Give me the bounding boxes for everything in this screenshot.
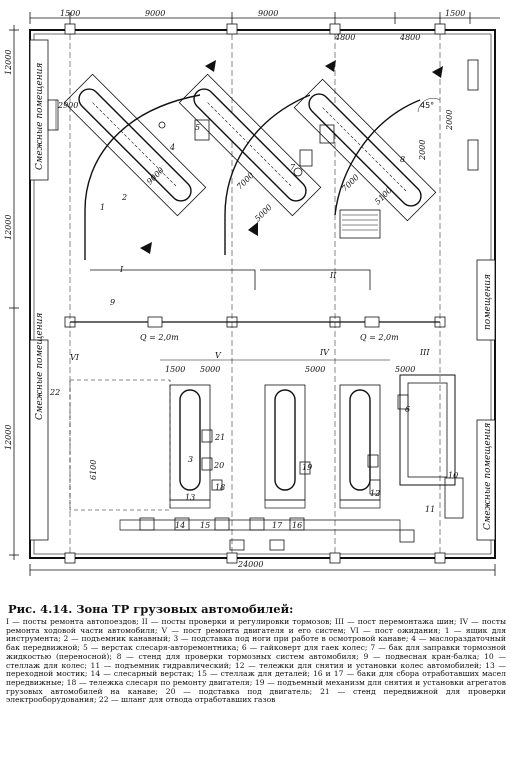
load-label-1: Q = 2,0т	[140, 333, 179, 342]
figure-caption: Рис. 4.14. Зона ТР грузовых автомобилей:…	[6, 600, 506, 755]
room-label-2: помещения	[483, 274, 493, 330]
dim-misc-9: 6100	[89, 460, 98, 480]
caption-title: Рис. 4.14. Зона ТР грузовых автомобилей:	[8, 602, 294, 616]
load-label-2: Q = 2,0т	[360, 333, 399, 342]
lower-zone: 1500 5000 5000 5000 6100	[49, 123, 464, 551]
num-10: 10	[448, 471, 458, 480]
dim-top-2: 9000	[145, 9, 165, 18]
dim-left-2: 12000	[4, 215, 13, 240]
dim-top-6: 1500	[445, 9, 465, 18]
caption-text: I — посты ремонта автопоездов; II — пост…	[6, 617, 506, 705]
num-7: 7	[290, 163, 296, 172]
dim-misc-1: 2900	[57, 101, 78, 110]
num-20: 20	[213, 461, 224, 470]
num-12: 12	[370, 489, 380, 498]
post-label-VI: VI	[70, 353, 80, 362]
num-14: 14	[175, 521, 185, 530]
upper-zone: 45° 2900 2000 2000 9000 7000 7000 5000 5…	[47, 59, 479, 290]
post-label-I: I	[119, 265, 124, 274]
dim-misc-12: 7000	[340, 173, 361, 194]
num-1: 1	[100, 203, 105, 212]
num-15: 15	[200, 521, 210, 530]
num-8: 8	[400, 155, 405, 164]
dim-misc-5: 1500	[165, 365, 185, 374]
num-11: 11	[425, 505, 435, 514]
num-21: 21	[214, 433, 225, 442]
num-6: 6	[405, 405, 410, 414]
num-17: 17	[272, 521, 283, 530]
dim-misc-3: 2000	[418, 140, 427, 161]
num-2: 2	[121, 193, 127, 202]
floor-plan-drawing: 1500 9000 9000 4800 4800 1500 12000 1200…	[4, 9, 500, 576]
dim-top-1: 1500	[60, 9, 80, 18]
num-5: 5	[195, 123, 200, 132]
num-22: 22	[49, 388, 60, 397]
num-4: 4	[169, 143, 175, 152]
dim-misc-4: 5000	[200, 365, 220, 374]
dim-angle: 45°	[420, 101, 434, 110]
post-label-IV: IV	[319, 348, 330, 357]
num-13: 13	[185, 493, 195, 502]
dim-misc-2: 2000	[445, 110, 454, 131]
room-label-1: Смежные помещения	[35, 63, 45, 170]
post-label-III: III	[419, 348, 430, 357]
dim-top-5: 4800	[399, 33, 420, 42]
floor-plan: 1500 9000 9000 4800 4800 1500 12000 1200…	[4, 9, 500, 576]
num-16: 16	[292, 521, 302, 530]
num-3: 3	[188, 455, 193, 464]
dim-misc-7: 5000	[395, 365, 415, 374]
num-19: 19	[302, 463, 312, 472]
dim-top-4: 4800	[334, 33, 355, 42]
post-label-II: II	[329, 271, 337, 280]
dim-misc-13: 5000	[253, 203, 274, 224]
room-label-4: Смежные помещения	[483, 423, 493, 530]
room-label-3: Смежные помещения	[35, 313, 45, 420]
num-18: 18	[215, 483, 225, 492]
dim-left-1: 12000	[4, 50, 13, 75]
dim-left-3: 12000	[4, 425, 13, 450]
dim-top-3: 9000	[258, 9, 278, 18]
num-9: 9	[110, 298, 115, 307]
dim-bottom: 24000	[237, 560, 263, 569]
post-label-V: V	[215, 351, 222, 360]
dim-misc-11: 7000	[235, 171, 256, 192]
dim-misc-6: 5000	[305, 365, 325, 374]
